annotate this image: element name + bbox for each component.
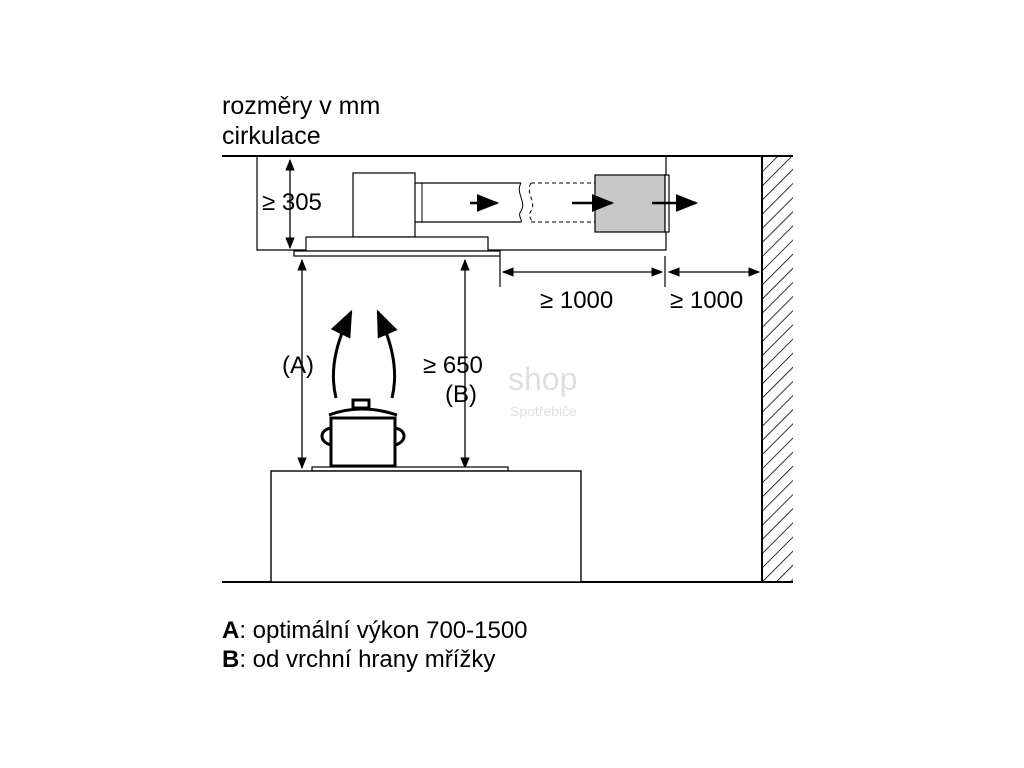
height-dimension-label: ≥ 305 [262,189,322,216]
mode-label: cirkulace [222,122,321,150]
watermark: shop Spotřebiče [508,361,577,419]
legend-key-b: B [222,646,240,673]
svg-text:Spotřebiče: Spotřebiče [510,403,577,419]
dimension-b-label: (B) [445,381,477,408]
dimension-a-label: (A) [282,352,314,379]
duct-length-label: ≥ 1000 [540,287,613,314]
legend-key-a: A [222,617,240,644]
hood-unit [293,172,501,257]
units-label: rozměry v mm [222,92,380,120]
counter [270,470,582,583]
duct-length-dimension [499,256,666,287]
air-duct [415,182,595,223]
steam-arrows [330,309,398,399]
legend-item-b: B: od vrchní hrany mřížky [222,646,495,674]
wall [761,156,793,582]
cooking-pot [320,398,406,468]
wall-gap-label: ≥ 1000 [670,287,743,314]
dimension-b-value: ≥ 650 [423,352,483,379]
legend-text-a: : optimální výkon 700-1500 [239,617,528,644]
legend-text-b: : od vrchní hrany mřížky [239,646,496,673]
legend-item-a: A: optimální výkon 700-1500 [222,617,528,645]
svg-text:shop: shop [508,361,577,397]
